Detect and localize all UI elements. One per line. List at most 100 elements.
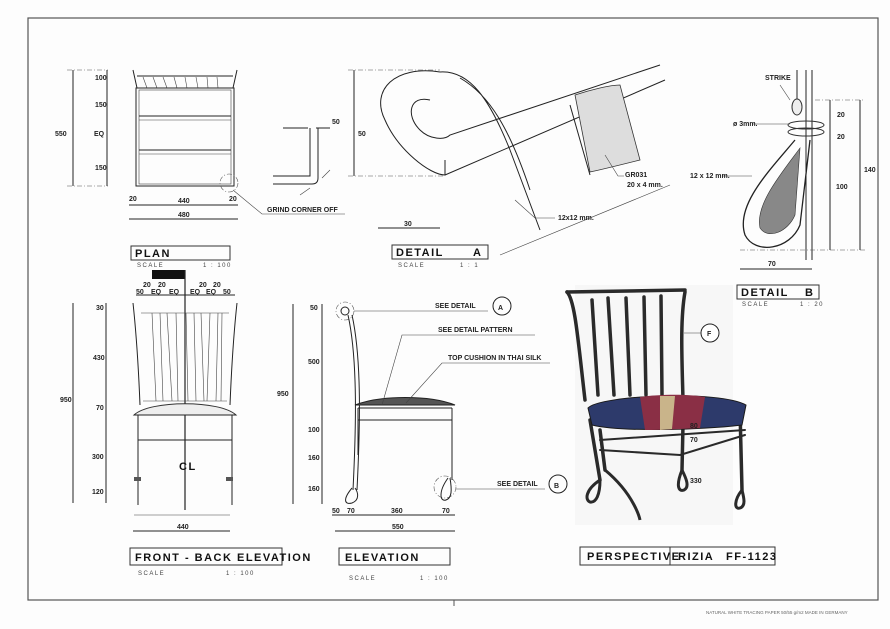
fb-dim-440: 440 bbox=[177, 524, 189, 531]
callout-detail-pattern: SEE DETAIL PATTERN bbox=[438, 327, 513, 334]
detail-b-dim-140: 140 bbox=[864, 167, 876, 174]
dim-440: 440 bbox=[178, 198, 190, 205]
plan-title-box bbox=[130, 245, 231, 261]
scroll-outer bbox=[380, 70, 446, 176]
callout-letter-a: A bbox=[498, 305, 503, 312]
detail-b-view: STRIKE ø 3mm. 12 x 12 mm. 20 20 100 140 … bbox=[690, 70, 876, 308]
detail-b-scale-label: SCALE bbox=[742, 302, 769, 308]
strike-knob bbox=[791, 98, 803, 116]
callout-circle-b bbox=[548, 474, 568, 494]
dim-eq: EQ bbox=[94, 131, 105, 138]
paper-footer: NATURAL WHITE TRACING PAPER 50/55 g/m2 M… bbox=[706, 610, 848, 615]
plan-seat-frame bbox=[135, 87, 235, 187]
detail-b-title-box bbox=[736, 284, 820, 300]
centerline-label: CL bbox=[179, 461, 197, 473]
perspective-marker-letter: F bbox=[707, 331, 712, 338]
el-dim-550: 550 bbox=[392, 524, 404, 531]
perspective-view: F 80 70 330 PERSPECTIVE RIZIA FF-1123 bbox=[565, 288, 777, 566]
persp-dim-70: 70 bbox=[690, 437, 698, 444]
detail-b-dim-100: 100 bbox=[836, 184, 848, 191]
elevation-scale-label: SCALE bbox=[349, 576, 376, 582]
groove-size: 20 x 4 mm. bbox=[627, 182, 663, 189]
fb-top-dim: 50 bbox=[223, 289, 231, 296]
detail-b-bar-size: 12 x 12 mm. bbox=[690, 173, 730, 180]
el-dim-100: 100 bbox=[308, 427, 320, 434]
el-dim-70b: 70 bbox=[442, 508, 450, 515]
chair-frame bbox=[565, 288, 746, 492]
callout-see-detail-a: SEE DETAIL bbox=[435, 303, 476, 310]
groove-band bbox=[574, 84, 641, 173]
dim-20-left: 20 bbox=[129, 196, 137, 203]
fb-dim-70: 70 bbox=[96, 405, 104, 412]
elevation-scale: 1 : 100 bbox=[420, 576, 449, 582]
fb-top-dim: EQ bbox=[151, 289, 162, 296]
detail-a-dim-30: 30 bbox=[404, 221, 412, 228]
plan-view: 550 100 150 EQ 150 20 440 20 480 50 GRIN… bbox=[55, 69, 345, 269]
fb-top-dim: 20 bbox=[158, 282, 166, 289]
wire-diameter: ø 3mm. bbox=[733, 121, 758, 128]
front-back-elevation-view: 950 30 430 70 300 120 20 20 20 20 50 EQ … bbox=[60, 270, 312, 577]
sheet-border bbox=[27, 17, 879, 601]
callout-cushion: TOP CUSHION IN THAI SILK bbox=[448, 355, 541, 362]
model-code: FF-1123 bbox=[726, 551, 777, 563]
fb-dim-430: 430 bbox=[93, 355, 105, 362]
detail-a-letter: A bbox=[473, 247, 482, 259]
perspective-title-box bbox=[579, 546, 776, 566]
dim-100: 100 bbox=[95, 75, 107, 82]
plan-scale-label: SCALE bbox=[137, 263, 164, 269]
model-name: RIZIA bbox=[678, 551, 714, 563]
dim-20-right: 20 bbox=[229, 196, 237, 203]
elevation-title-box bbox=[338, 547, 451, 566]
fb-top-dim: EQ bbox=[190, 289, 201, 296]
detail-a-dim-50: 50 bbox=[358, 131, 366, 138]
fb-title: FRONT - BACK ELEVATION bbox=[135, 552, 312, 564]
detail-b-letter: B bbox=[805, 287, 814, 299]
fb-dim-120: 120 bbox=[92, 489, 104, 496]
corner-detail bbox=[273, 127, 330, 185]
fb-scale-label: SCALE bbox=[138, 571, 165, 577]
front-cushion bbox=[132, 403, 238, 416]
elevation-title: ELEVATION bbox=[345, 552, 420, 564]
fb-scale: 1 : 100 bbox=[226, 571, 255, 577]
el-dim-50w: 50 bbox=[332, 508, 340, 515]
detail-b-dim-20b: 20 bbox=[837, 134, 845, 141]
detail-b-dim-20a: 20 bbox=[837, 112, 845, 119]
persp-dim-330: 330 bbox=[690, 478, 702, 485]
fb-dim-30: 30 bbox=[96, 305, 104, 312]
detail-a-title: DETAIL bbox=[396, 247, 444, 259]
fb-top-dim: EQ bbox=[169, 289, 180, 296]
fb-dim-950: 950 bbox=[60, 397, 72, 404]
loop-foot bbox=[742, 139, 811, 248]
fb-title-box bbox=[129, 547, 283, 566]
el-dim-360: 360 bbox=[391, 508, 403, 515]
plan-scale: 1 : 100 bbox=[203, 263, 232, 269]
callout-circle-a bbox=[492, 296, 512, 316]
grind-corner-note: GRIND CORNER OFF bbox=[267, 207, 339, 214]
el-dim-160b: 160 bbox=[308, 486, 320, 493]
detail-a-scale: 1 : 1 bbox=[460, 263, 479, 269]
fb-dim-300: 300 bbox=[92, 454, 104, 461]
side-cushion bbox=[354, 397, 456, 406]
callout-see-detail-b: SEE DETAIL bbox=[497, 481, 538, 488]
fb-top-dim: 20 bbox=[143, 282, 151, 289]
el-dim-160a: 160 bbox=[308, 455, 320, 462]
el-dim-500: 500 bbox=[308, 359, 320, 366]
loop-feet bbox=[585, 468, 746, 521]
detail-b-title: DETAIL bbox=[741, 287, 789, 299]
detail-a-bar-size: 12x12 mm. bbox=[558, 215, 594, 222]
side-elevation-view: 950 50 500 100 160 160 50 70 360 70 550 … bbox=[277, 296, 568, 582]
detail-b-dim-70: 70 bbox=[768, 261, 776, 268]
detail-a-scale-label: SCALE bbox=[398, 263, 425, 269]
el-dim-950: 950 bbox=[277, 391, 289, 398]
dim-480: 480 bbox=[178, 212, 190, 219]
groove-code: GR031 bbox=[625, 172, 647, 179]
detail-b-scale: 1 : 20 bbox=[800, 302, 824, 308]
callout-letter-b: B bbox=[554, 483, 559, 490]
corner-dim-50: 50 bbox=[332, 119, 340, 126]
dim-550: 550 bbox=[55, 131, 67, 138]
detail-a-view: 50 30 12x12 mm. GR031 20 x 4 mm. DETAIL … bbox=[348, 64, 671, 269]
dim-150-bottom: 150 bbox=[95, 165, 107, 172]
fb-top-dim: 20 bbox=[213, 282, 221, 289]
